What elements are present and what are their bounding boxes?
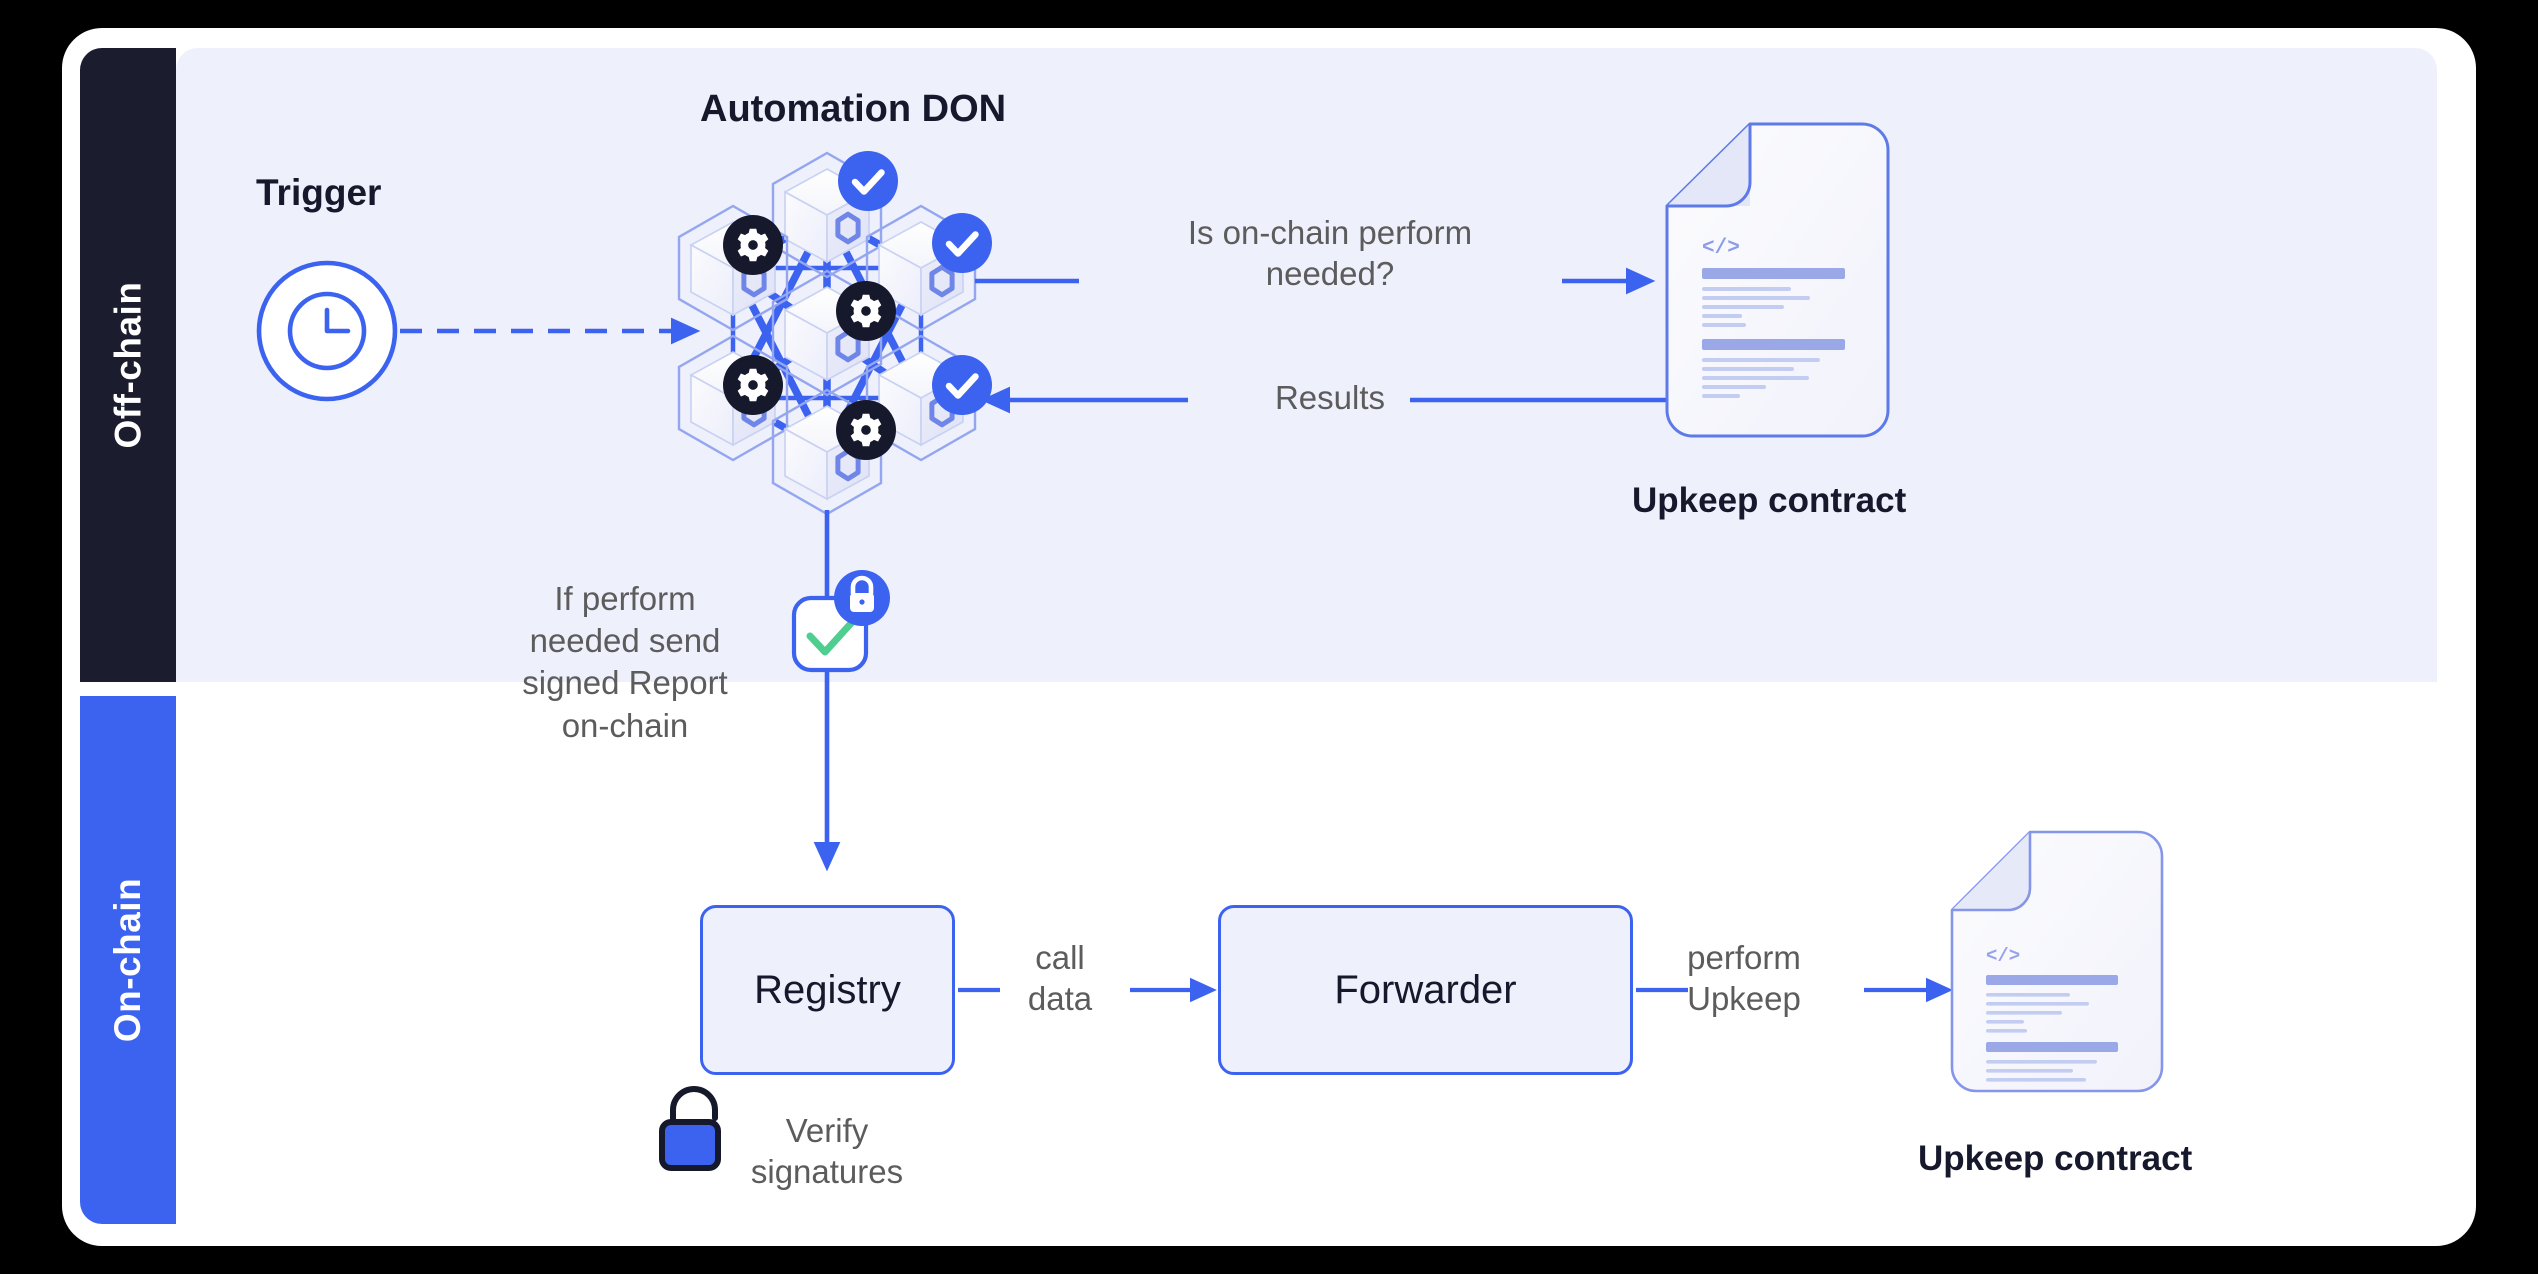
lock-icon [834, 570, 890, 626]
query-label: Is on-chain perform needed? [1187, 214, 1473, 293]
trigger-clock-icon [256, 260, 398, 402]
forwarder-node[interactable]: Forwarder [1218, 905, 1633, 1075]
trigger-label: Trigger [256, 172, 382, 213]
registry-node-label: Registry [754, 967, 901, 1012]
lane-tab-on-chain: On-chain [80, 696, 176, 1224]
code-glyph-icon: </> [1702, 237, 1740, 260]
don-title: Automation DON [700, 88, 1007, 130]
lane-label-on-chain: On-chain [107, 877, 148, 1043]
upkeep-contract-label-offchain: Upkeep contract [1632, 481, 1907, 520]
forwarder-node-label: Forwarder [1334, 967, 1517, 1012]
call-data-label: call data [1027, 939, 1093, 1018]
signed-report-label: If perform needed send signed Report on-… [522, 580, 728, 744]
upkeep-contract-document-onchain[interactable]: </> [1950, 830, 2164, 1093]
verify-signatures-label: Verify signatures [750, 1112, 904, 1191]
perform-upkeep-label: perform Upkeep [1687, 939, 1801, 1018]
code-glyph-icon-onchain: </> [1986, 945, 2020, 967]
registry-node[interactable]: Registry [700, 905, 955, 1075]
upkeep-contract-document-offchain[interactable]: </> [1665, 122, 1890, 438]
signed-report-badge[interactable] [791, 570, 890, 673]
lane-tab-off-chain: Off-chain [80, 48, 176, 682]
unlock-icon [659, 1086, 721, 1171]
lane-label-off-chain: Off-chain [107, 281, 149, 449]
offchain-region [176, 48, 2437, 682]
results-label: Results [1274, 379, 1386, 416]
upkeep-contract-label-onchain: Upkeep contract [1918, 1139, 2193, 1178]
